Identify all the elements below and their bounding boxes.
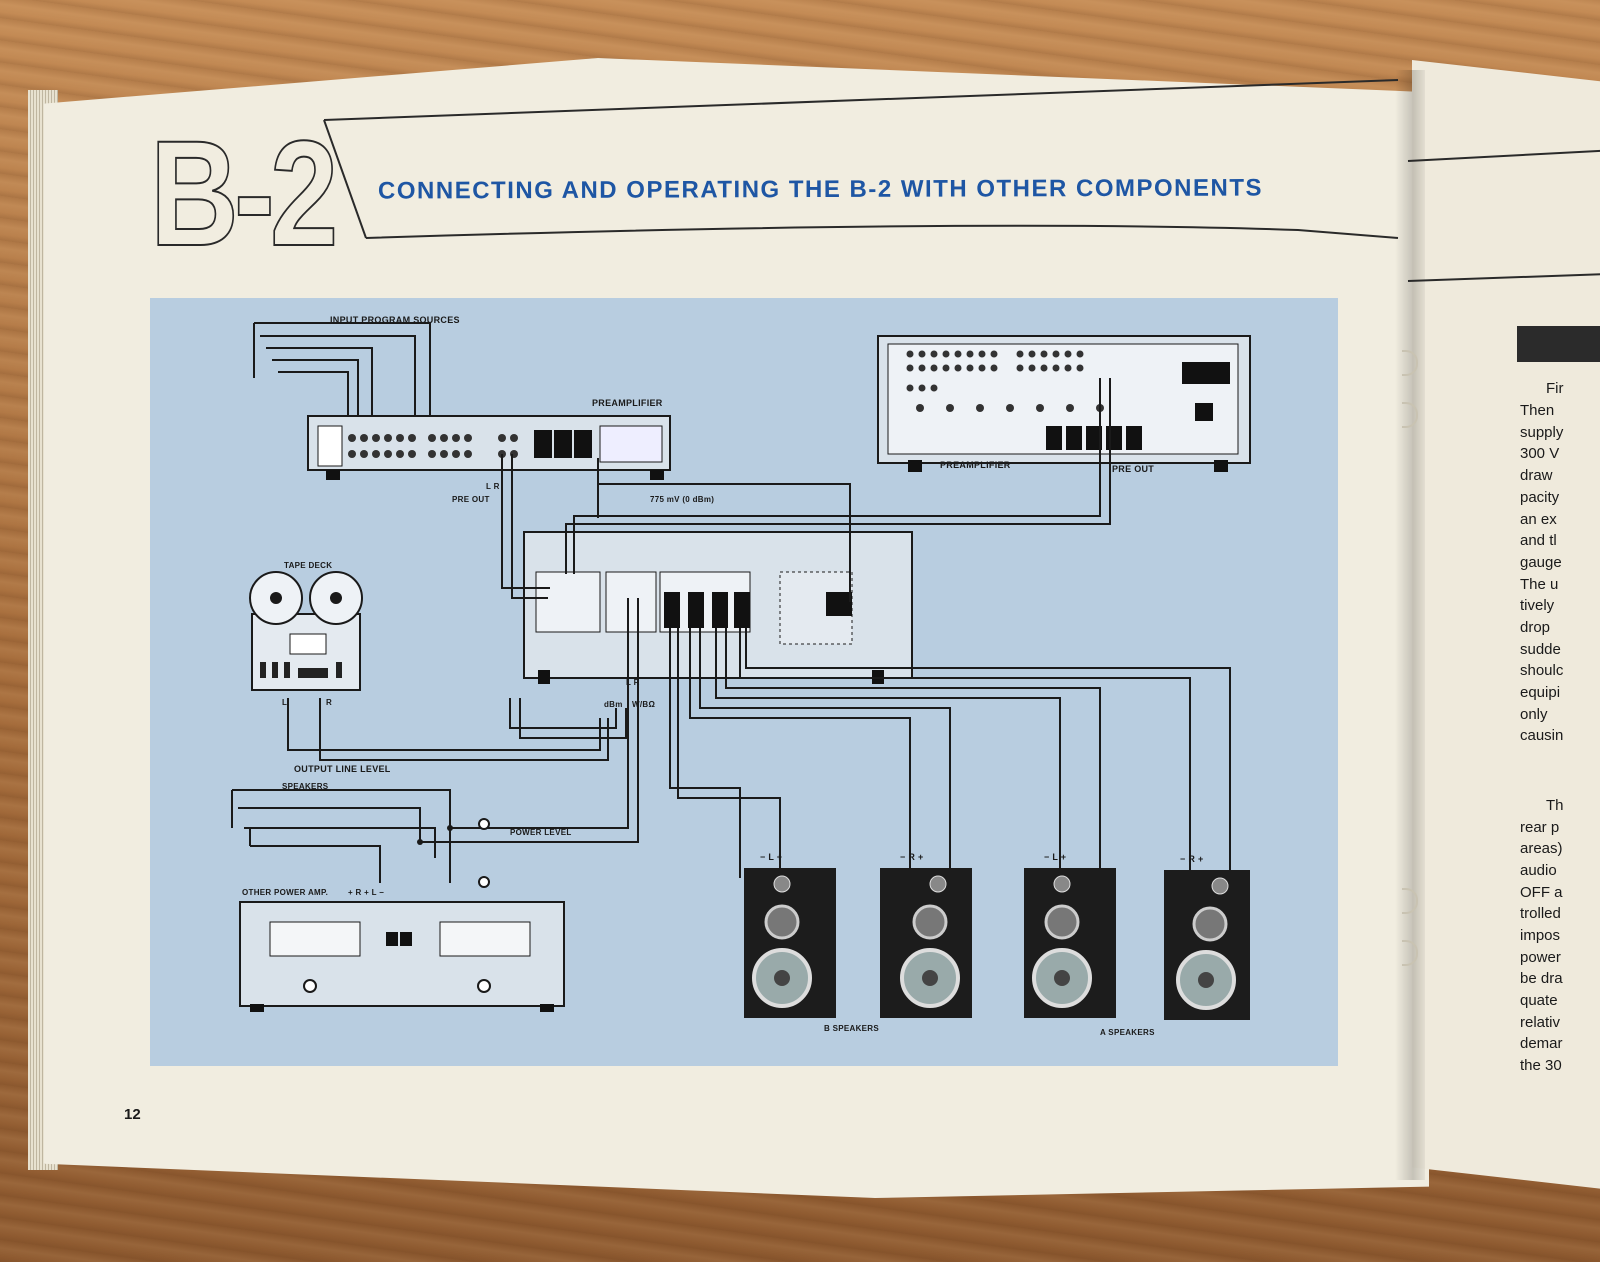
right-text-line: be dra xyxy=(1520,970,1563,987)
right-text-line: sudde xyxy=(1520,641,1561,658)
right-text-line: pacity xyxy=(1520,489,1560,506)
preamplifier-left xyxy=(307,415,671,480)
right-text-line: The u xyxy=(1520,576,1559,593)
right-text-line: Then xyxy=(1520,402,1555,419)
book-gutter xyxy=(1395,70,1425,1180)
page-number: 12 xyxy=(124,1106,141,1123)
right-text-line: tively xyxy=(1520,597,1555,614)
pre-out-left-label: PRE OUT xyxy=(452,495,490,504)
right-text-line: draw xyxy=(1520,467,1553,484)
right-text-line: drop xyxy=(1520,619,1551,636)
right-text-line: an ex xyxy=(1520,511,1557,528)
right-text-line: trolled xyxy=(1520,905,1561,922)
right-text-line: shoulc xyxy=(1520,662,1564,679)
binding-ring xyxy=(1402,940,1418,966)
w-ohm-label: W/BΩ xyxy=(632,700,656,709)
binding-ring xyxy=(1402,350,1418,376)
binding-ring xyxy=(1402,402,1418,428)
page-title: CONNECTING AND OPERATING THE B-2 WITH OT… xyxy=(377,174,1264,205)
speaker-a-right xyxy=(1164,870,1250,1020)
speaker-terminal-label: − L + xyxy=(760,852,783,862)
right-text-line: Fir xyxy=(1546,380,1564,397)
other-power-amp xyxy=(239,901,565,1012)
right-text-line: power xyxy=(1520,949,1561,966)
power-level-label: POWER LEVEL xyxy=(510,828,572,837)
chapter-mark: B-2 xyxy=(149,109,339,277)
right-text-line: only xyxy=(1520,706,1548,723)
amp-terminals-label: + R + L − xyxy=(348,888,385,897)
right-text-line: equipi xyxy=(1520,684,1561,701)
right-text-line: rear p xyxy=(1520,819,1560,836)
speaker-a-left xyxy=(1024,868,1116,1018)
dbm-label: dBm xyxy=(604,700,623,709)
right-page-heading-block xyxy=(1517,326,1600,362)
speakers-label: SPEAKERS xyxy=(282,782,329,791)
right-text-line: demar xyxy=(1520,1035,1563,1052)
preamplifier-right-label: PREAMPLIFIER xyxy=(940,460,1011,470)
pre-out-right-label: PRE OUT xyxy=(1112,464,1155,474)
title-banner-outline xyxy=(323,79,1399,239)
right-text-line: the 30 xyxy=(1520,1057,1562,1074)
b2-power-amplifier xyxy=(523,531,913,684)
preamplifier-right xyxy=(877,335,1251,472)
b-speakers-label: B SPEAKERS xyxy=(824,1024,880,1033)
tape-deck xyxy=(249,571,363,691)
a-speakers-label: A SPEAKERS xyxy=(1100,1028,1155,1037)
speaker-terminal-label: − R + xyxy=(900,852,924,862)
right-text-line: relativ xyxy=(1520,1014,1561,1031)
speaker-terminal-label: − R + xyxy=(1180,854,1204,864)
right-text-line: quate xyxy=(1520,992,1558,1009)
connection-diagram: INPUT PROGRAM SOURCES PREAMPLIFIER PREAM… xyxy=(150,298,1338,1066)
speaker-b-right xyxy=(880,868,972,1018)
right-text-line: gauge xyxy=(1520,554,1562,571)
tape-deck-label: TAPE DECK xyxy=(284,561,333,570)
lr-label: L R xyxy=(486,482,500,491)
binding-ring xyxy=(1402,888,1418,914)
meter-lr-label: L R xyxy=(626,678,640,687)
output-line-level-label: OUTPUT LINE LEVEL xyxy=(294,764,391,774)
right-text-line: causin xyxy=(1520,727,1564,744)
right-text-line: impos xyxy=(1520,927,1561,944)
level-label: 775 mV (0 dBm) xyxy=(650,495,715,504)
right-text-line: supply xyxy=(1520,424,1564,441)
preamplifier-left-label: PREAMPLIFIER xyxy=(592,398,663,408)
tape-l-label: L xyxy=(282,698,288,707)
input-program-sources-label: INPUT PROGRAM SOURCES xyxy=(330,315,460,325)
right-text-line: OFF a xyxy=(1520,884,1563,901)
speaker-terminal-label: − L + xyxy=(1044,852,1067,862)
right-text-line: areas) xyxy=(1520,840,1563,857)
right-page xyxy=(1412,60,1600,1190)
right-text-line: audio xyxy=(1520,862,1557,879)
right-text-line: and tl xyxy=(1520,532,1557,549)
right-text-line: 300 V xyxy=(1520,445,1560,462)
other-power-amp-label: OTHER POWER AMP. xyxy=(242,888,329,897)
speaker-b-left xyxy=(744,868,836,1018)
diagram-drawing xyxy=(231,322,1251,1020)
tape-r-label: R xyxy=(326,698,333,707)
right-text-line: Th xyxy=(1546,797,1564,814)
